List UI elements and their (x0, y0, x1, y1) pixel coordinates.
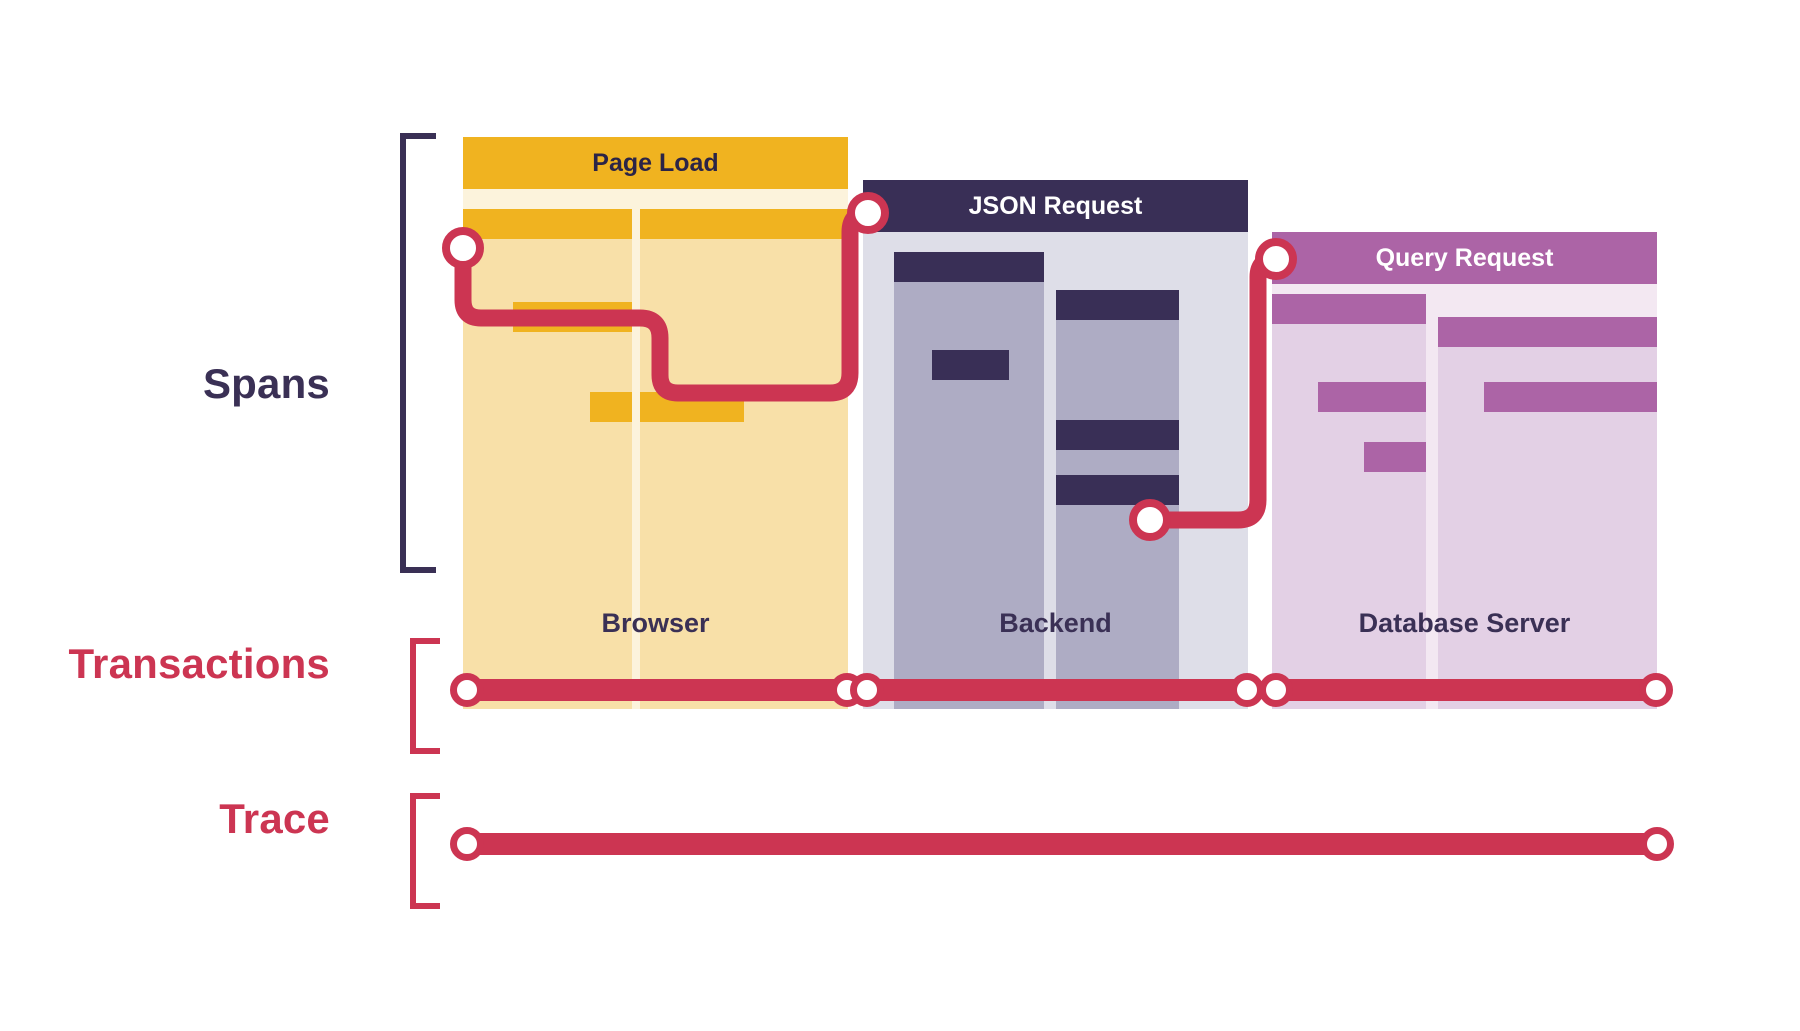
span-waterfall-database (1272, 284, 1657, 709)
span-bar (932, 350, 1010, 709)
row-label-spans: Spans (202, 360, 330, 407)
trace-node-start (450, 827, 484, 861)
span-bar-head (1055, 475, 1179, 505)
span-bar-head (1437, 317, 1657, 347)
trace-bar (466, 833, 1656, 855)
service-caption-browser: Browser (601, 608, 710, 638)
span-bar (1055, 475, 1179, 709)
span-bar-head (1483, 382, 1657, 412)
span-bar-head (640, 209, 848, 239)
row-label-trace: Trace (219, 795, 330, 842)
span-bar-head (1055, 420, 1179, 450)
service-caption-database: Database Server (1358, 608, 1571, 638)
span-bar (590, 392, 633, 709)
span-bar (640, 392, 745, 709)
span-bar-head (1364, 442, 1426, 472)
transaction-bar-browser (466, 679, 846, 701)
span-bar-head (513, 302, 633, 332)
service-title-backend: JSON Request (863, 180, 1248, 232)
service-title-browser: Page Load (463, 137, 848, 189)
transaction-node-database-end (1639, 673, 1673, 707)
span-bar-head (640, 392, 745, 422)
span-bar-head (893, 252, 1044, 282)
span-bar-head (932, 350, 1010, 380)
transaction-node-database-start (1259, 673, 1293, 707)
span-bar-head (463, 209, 633, 239)
transaction-bar-database (1275, 679, 1655, 701)
span-bar (1483, 382, 1657, 709)
transaction-bar-backend (866, 679, 1246, 701)
transaction-node-browser-start (450, 673, 484, 707)
service-caption-backend: Backend (999, 608, 1112, 638)
span-bar (1364, 442, 1426, 709)
transaction-node-backend-start (850, 673, 884, 707)
span-bar-head (1318, 382, 1426, 412)
span-bar-head (1272, 294, 1426, 324)
bracket-trace (410, 793, 440, 909)
service-title-database: Query Request (1272, 232, 1657, 284)
trace-node-end (1640, 827, 1674, 861)
span-bar-head (590, 392, 633, 422)
row-label-transactions: Transactions (68, 640, 330, 687)
bracket-transactions (410, 638, 440, 754)
bracket-spans (400, 133, 436, 573)
span-bar-head (1055, 290, 1179, 320)
